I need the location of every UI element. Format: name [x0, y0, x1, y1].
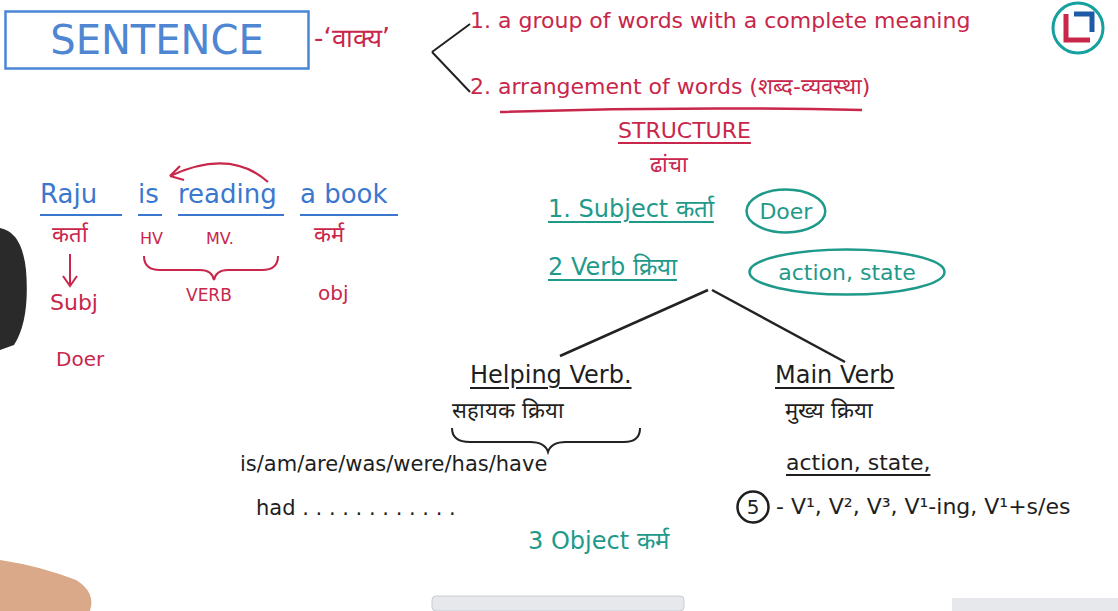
- hindi-word: -‘वाक्य’: [314, 24, 390, 54]
- definition: 2. arrangement of words (शब्द-व्यवस्था): [470, 74, 870, 99]
- outline: [738, 492, 769, 523]
- verb-forms: - V¹, V², V³, V¹-ing, V¹+s/es: [776, 494, 1071, 519]
- underline: [40, 214, 122, 216]
- outline: [750, 250, 945, 295]
- part-label: MV.: [206, 230, 234, 248]
- toolbar: [432, 596, 684, 611]
- underline: [178, 214, 284, 216]
- title-box: SENTENCE: [4, 10, 310, 70]
- down-arrow: [63, 254, 77, 286]
- example-word: a book: [300, 180, 388, 210]
- circled-word: action, state: [748, 248, 946, 296]
- node-text: action, state: [778, 260, 915, 285]
- hindi-word: ढांचा: [650, 152, 688, 177]
- circled-word: Doer: [745, 188, 827, 234]
- underline: [300, 214, 398, 216]
- logo-mark: [1066, 14, 1090, 40]
- structure-part: 1. Subject कर्ता: [548, 196, 714, 224]
- outline: [6, 12, 309, 69]
- part-label: HV: [140, 230, 163, 248]
- node-text: SENTENCE: [50, 17, 263, 63]
- outline: [746, 190, 825, 233]
- brace: [452, 428, 640, 452]
- underline: [500, 108, 862, 112]
- example-word: is: [138, 180, 159, 210]
- note: action, state,: [786, 450, 930, 475]
- presenter-head: [0, 228, 27, 350]
- heading: STRUCTURE: [618, 118, 751, 143]
- part-label: Doer: [56, 348, 104, 371]
- hindi-word: सहायक क्रिया: [452, 398, 564, 423]
- part-label: कर्म: [314, 222, 344, 247]
- node-text: 5: [747, 495, 760, 519]
- tree-line: [712, 290, 845, 362]
- definition: 1. a group of words with a complete mean…: [470, 8, 970, 33]
- circled-number: 5: [736, 490, 770, 524]
- brace: [144, 256, 278, 280]
- verb-list: had . . . . . . . . . . . .: [256, 496, 456, 520]
- hindi-word: मुख्य क्रिया: [785, 398, 873, 423]
- logo: [1053, 3, 1103, 53]
- part-label: Subj: [50, 290, 98, 315]
- verb-list: is/am/are/was/were/has/have: [240, 452, 547, 476]
- example-word: reading: [178, 180, 277, 210]
- part-label: कर्ता: [52, 222, 88, 247]
- logo-mark: [1074, 14, 1092, 32]
- part-label: VERB: [186, 286, 232, 306]
- example-word: Raju: [40, 180, 97, 210]
- verb-type: Main Verb: [775, 362, 894, 390]
- structure-part: 2 Verb क्रिया: [548, 254, 677, 282]
- branch-bracket: [432, 24, 470, 92]
- arrow-head: [170, 166, 184, 180]
- part-label: obj: [318, 282, 349, 305]
- structure-part: 3 Object कर्म: [528, 528, 669, 556]
- tree-line: [560, 290, 708, 356]
- underline: [138, 214, 162, 216]
- presenter-hand: [0, 560, 91, 611]
- node-text: Doer: [759, 199, 812, 224]
- verb-type: Helping Verb.: [470, 362, 632, 390]
- toolbar: [952, 598, 1118, 611]
